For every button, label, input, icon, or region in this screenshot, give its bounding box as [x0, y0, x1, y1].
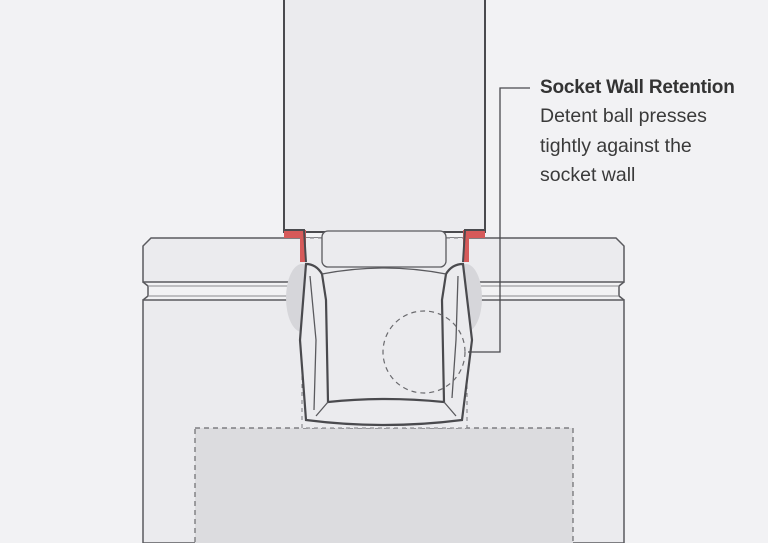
- detent-ball: [382, 310, 466, 394]
- drive-head-side-left: [309, 275, 317, 411]
- drive-head-inner: [315, 267, 457, 417]
- callout-body-line-2: tightly against the: [540, 134, 692, 157]
- drive-head-side-right: [451, 275, 459, 399]
- callout-leader: [468, 87, 530, 353]
- callout-body-line-3: socket wall: [540, 164, 636, 186]
- callout: Socket Wall Retention Detent ball presse…: [540, 74, 760, 191]
- drive-shaft: [283, 0, 486, 233]
- socket-collar-step: [142, 281, 625, 301]
- drive-head-body: [298, 262, 474, 427]
- callout-body-line-1: Detent ball presses: [540, 105, 707, 127]
- callout-title: Socket Wall Retention: [540, 77, 735, 98]
- drive-head-top: [321, 230, 447, 268]
- contact-highlight-right: [463, 230, 485, 262]
- contact-highlight-left: [284, 230, 306, 262]
- hidden-bore: [194, 427, 574, 543]
- shaft-shoulder-outline: [284, 229, 485, 263]
